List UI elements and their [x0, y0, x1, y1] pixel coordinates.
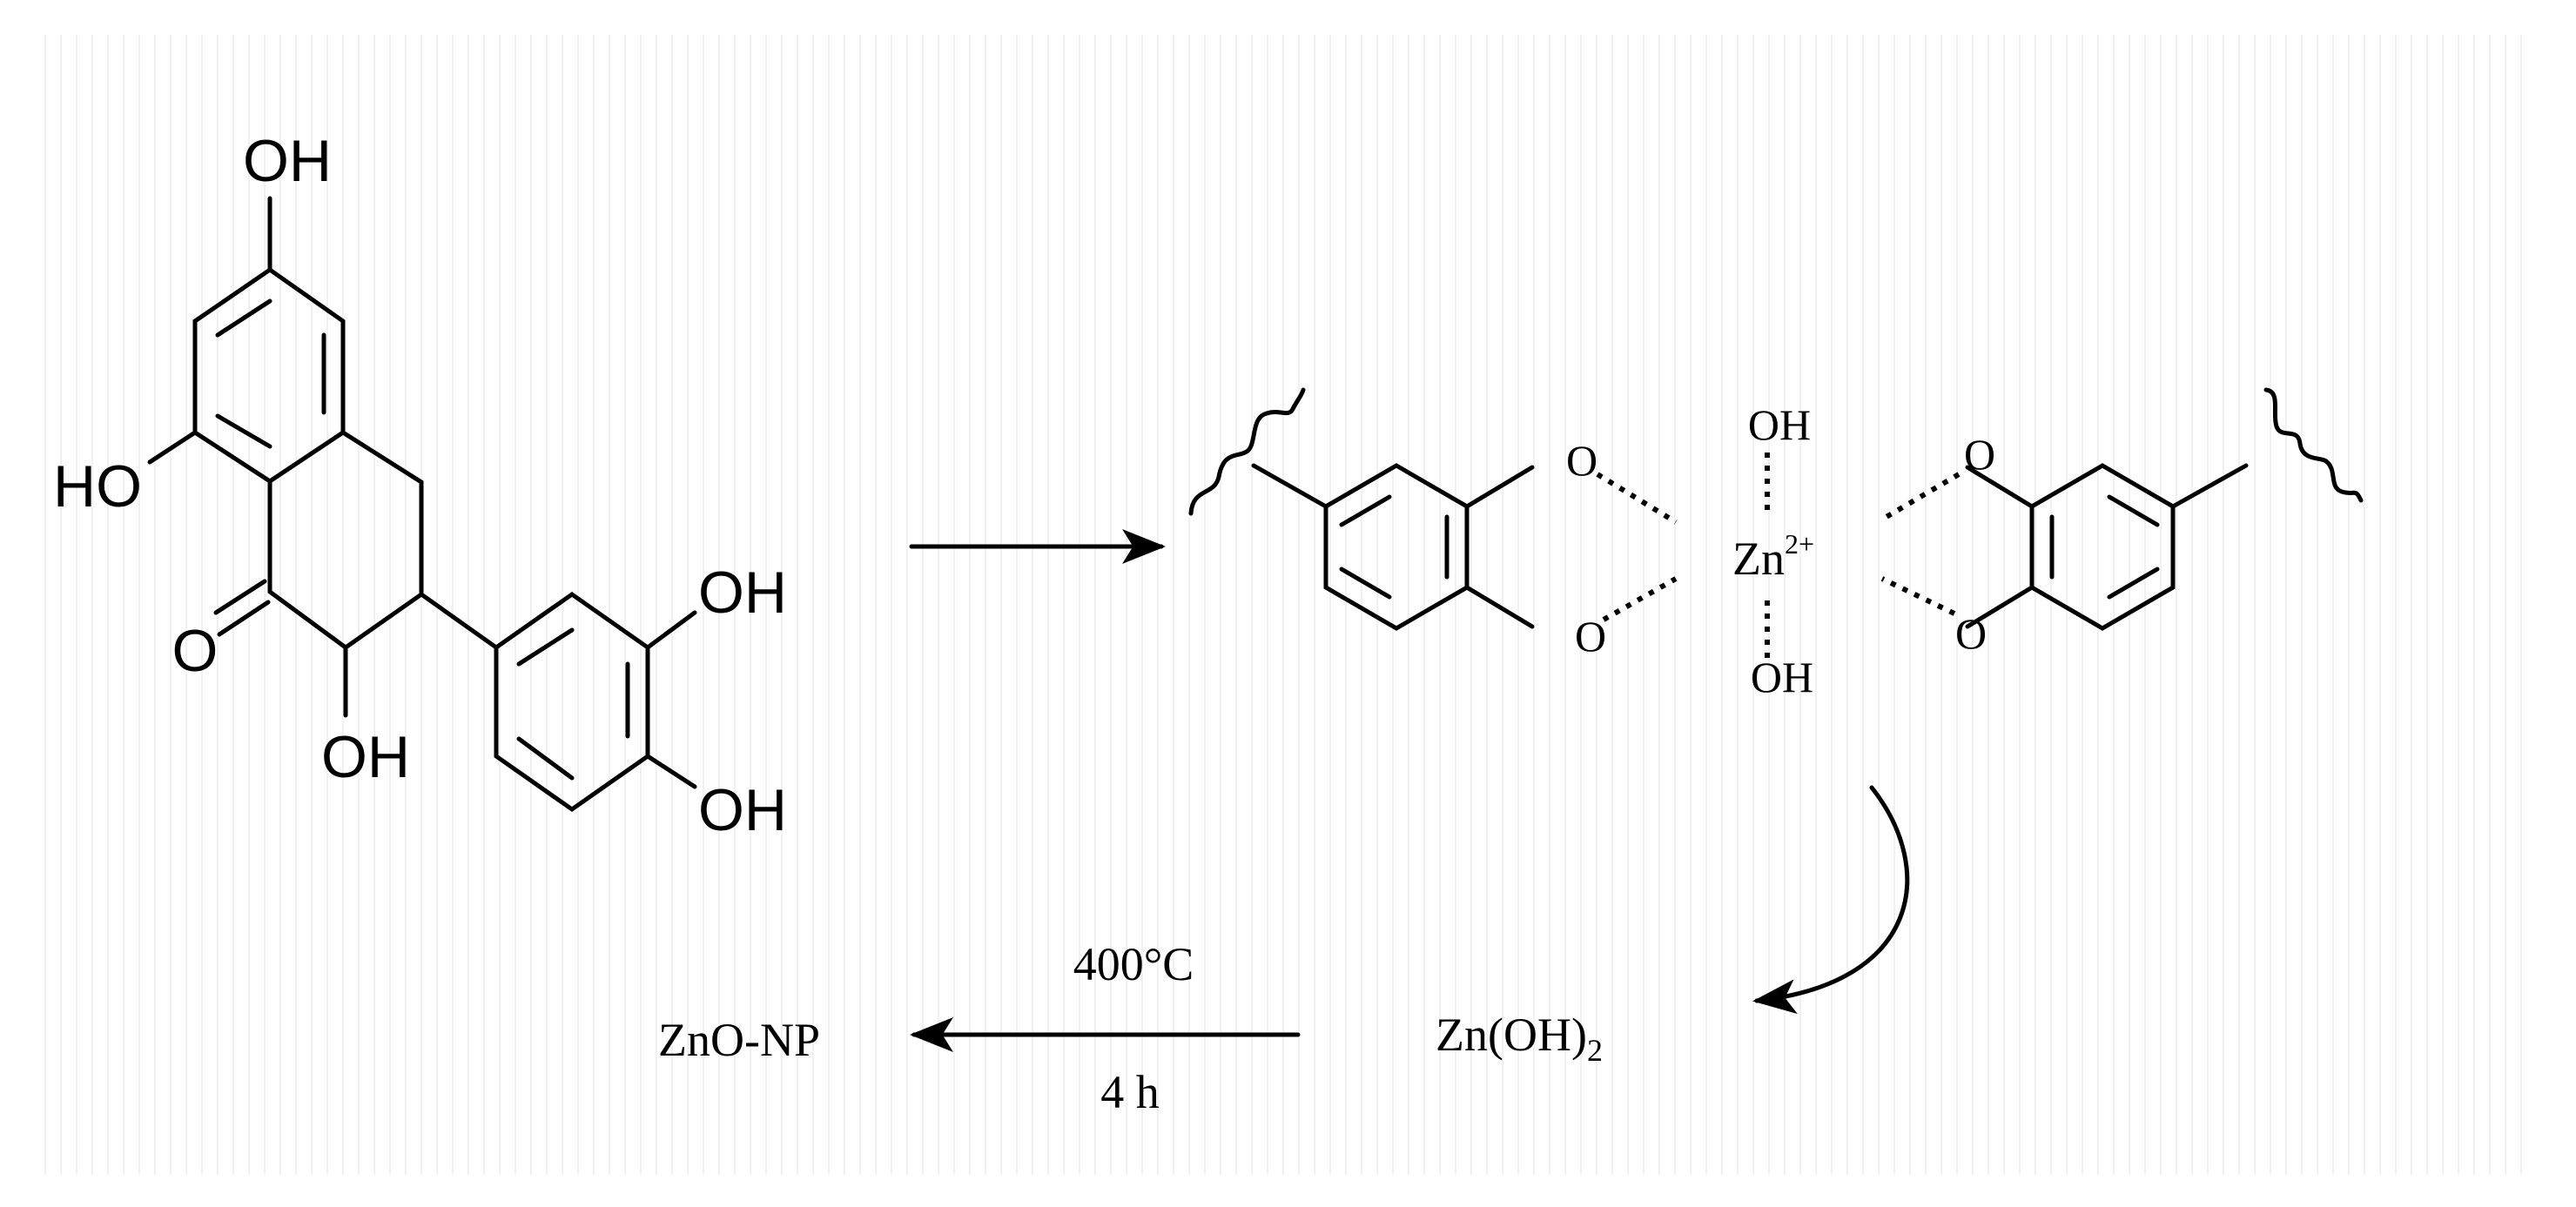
complex-bonds — [1188, 387, 2364, 661]
label-o-lower-left: O — [1575, 612, 1606, 660]
label-oh-axial-top: OH — [1748, 400, 1811, 449]
wavy-bond-right-icon — [2263, 387, 2364, 503]
label-oh-top: OH — [243, 128, 332, 194]
reactant-molecule: OH HO O OH OH OH — [53, 128, 787, 843]
label-o-lower-right: O — [1955, 609, 1987, 658]
label-o-upper-left: O — [1566, 436, 1597, 485]
label-oh-c2: OH — [321, 724, 410, 790]
label-zinc-ion: Zn2+ — [1732, 528, 1814, 585]
zinc-hydroxide-subscript: 2 — [1587, 1033, 1603, 1068]
label-temperature: 400°C — [1073, 938, 1194, 990]
background-lines — [30, 35, 2533, 1175]
zinc-complex: O O O O OH OH Zn2+ — [1188, 387, 2364, 701]
label-o-upper-right: O — [1964, 430, 1995, 479]
wavy-bond-left-icon — [1188, 387, 1306, 516]
label-oh-para: OH — [698, 777, 787, 843]
zinc-hydroxide-text: Zn(OH) — [1436, 1009, 1587, 1061]
label-product: ZnO-NP — [658, 1014, 820, 1066]
label-zinc-hydroxide: Zn(OH)2 — [1436, 1009, 1603, 1068]
label-carbonyl-o: O — [172, 618, 219, 684]
label-oh-axial-bottom: OH — [1751, 653, 1813, 701]
zinc-symbol: Zn — [1732, 533, 1785, 585]
label-ho-left: HO — [53, 453, 142, 520]
reactant-bonds — [147, 196, 697, 813]
label-oh-meta: OH — [698, 560, 787, 626]
label-time: 4 h — [1100, 1066, 1160, 1118]
curved-arrow — [1752, 785, 1910, 1015]
zinc-charge: 2+ — [1785, 528, 1814, 560]
